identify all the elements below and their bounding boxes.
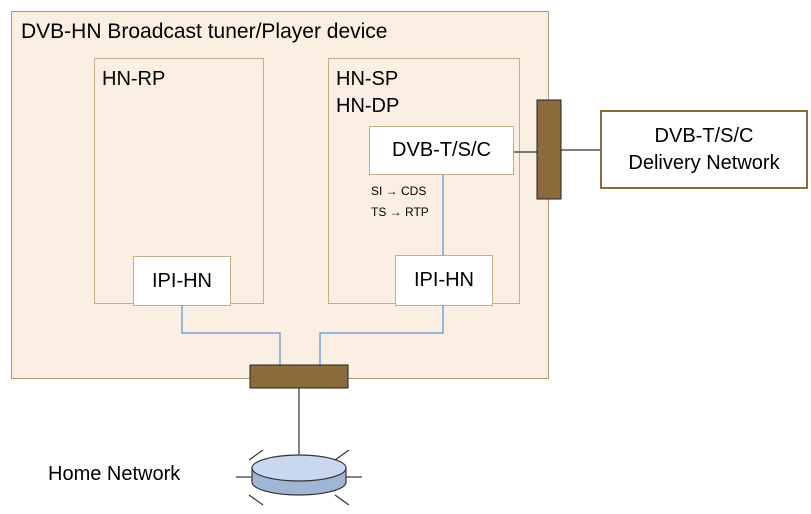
hn-sp-label: HN-SP xyxy=(336,68,399,90)
rp-ipi-link xyxy=(181,305,281,365)
home-network-label: Home Network xyxy=(48,463,181,485)
si-cds-mapping: SI → CDS xyxy=(371,184,427,198)
delivery-network-line2: Delivery Network xyxy=(628,151,780,174)
hn-dp-label: HN-DP xyxy=(336,95,400,117)
ts-rtp-mapping: TS → RTP xyxy=(371,205,429,219)
delivery-network-line1: DVB-T/S/C xyxy=(654,124,754,147)
sp-ipi-hn-box: IPI-HN xyxy=(395,255,493,306)
sp-ipi-hn-label: IPI-HN xyxy=(414,269,474,291)
dvb-tsc-tuner-box: DVB-T/S/C xyxy=(369,126,514,175)
rp-ipi-hn-label: IPI-HN xyxy=(152,269,212,292)
delivery-connector xyxy=(536,99,562,200)
dvb-tsc-tuner-label: DVB-T/S/C xyxy=(392,139,491,161)
network-disk-icon xyxy=(236,449,362,506)
hn-rp-label: HN-RP xyxy=(102,68,166,90)
delivery-network-box: DVB-T/S/C Delivery Network xyxy=(600,110,808,189)
sp-ipi-link xyxy=(319,305,444,365)
device-title: DVB-HN Broadcast tuner/Player device xyxy=(21,20,388,43)
home-connector xyxy=(249,364,349,389)
